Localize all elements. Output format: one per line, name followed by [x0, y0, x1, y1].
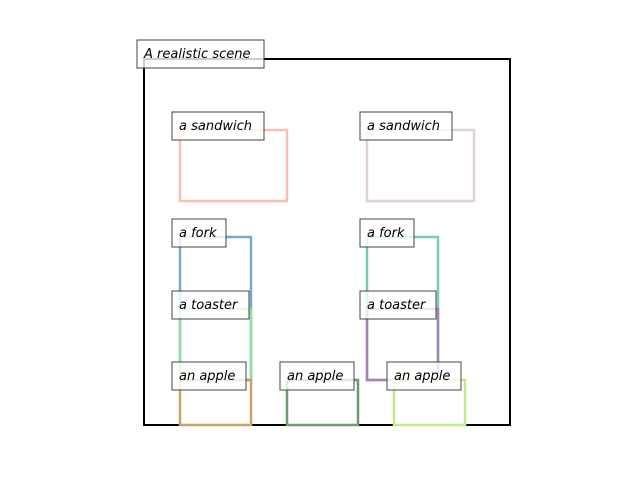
label-text: an apple: [179, 369, 235, 384]
label-sandwich-2: a sandwich: [359, 111, 453, 141]
label-bg: [359, 218, 415, 248]
label-fork-2: a fork: [359, 218, 415, 248]
label-bg: [386, 361, 462, 391]
label-bg: [359, 290, 437, 320]
label-toaster-1: a toaster: [171, 290, 250, 320]
label-text: an apple: [287, 369, 343, 384]
label-text: a sandwich: [367, 119, 440, 134]
label-text: a fork: [179, 226, 217, 241]
label-bg: [171, 111, 265, 141]
label-text: a toaster: [367, 298, 427, 313]
title-label-bg: [136, 39, 265, 69]
label-text: an apple: [394, 369, 450, 384]
sandwich-box-1: [178, 128, 289, 203]
scene-title: A realistic scene: [143, 47, 250, 62]
label-bg: [171, 361, 247, 391]
label-bg: [359, 111, 453, 141]
label-toaster-2: a toaster: [359, 290, 437, 320]
label-apple-2: an apple: [279, 361, 355, 391]
label-apple-1: an apple: [171, 361, 247, 391]
label-bg: [171, 218, 227, 248]
label-bg: [171, 290, 250, 320]
label-text: a toaster: [179, 298, 239, 313]
label-apple-3: an apple: [386, 361, 462, 391]
label-bg: [279, 361, 355, 391]
label-fork-1: a fork: [171, 218, 227, 248]
label-text: a sandwich: [179, 119, 252, 134]
scene-title-label: A realistic scene: [136, 39, 265, 69]
label-sandwich-1: a sandwich: [171, 111, 265, 141]
sandwich-box-2: [365, 128, 476, 203]
label-text: a fork: [367, 226, 405, 241]
